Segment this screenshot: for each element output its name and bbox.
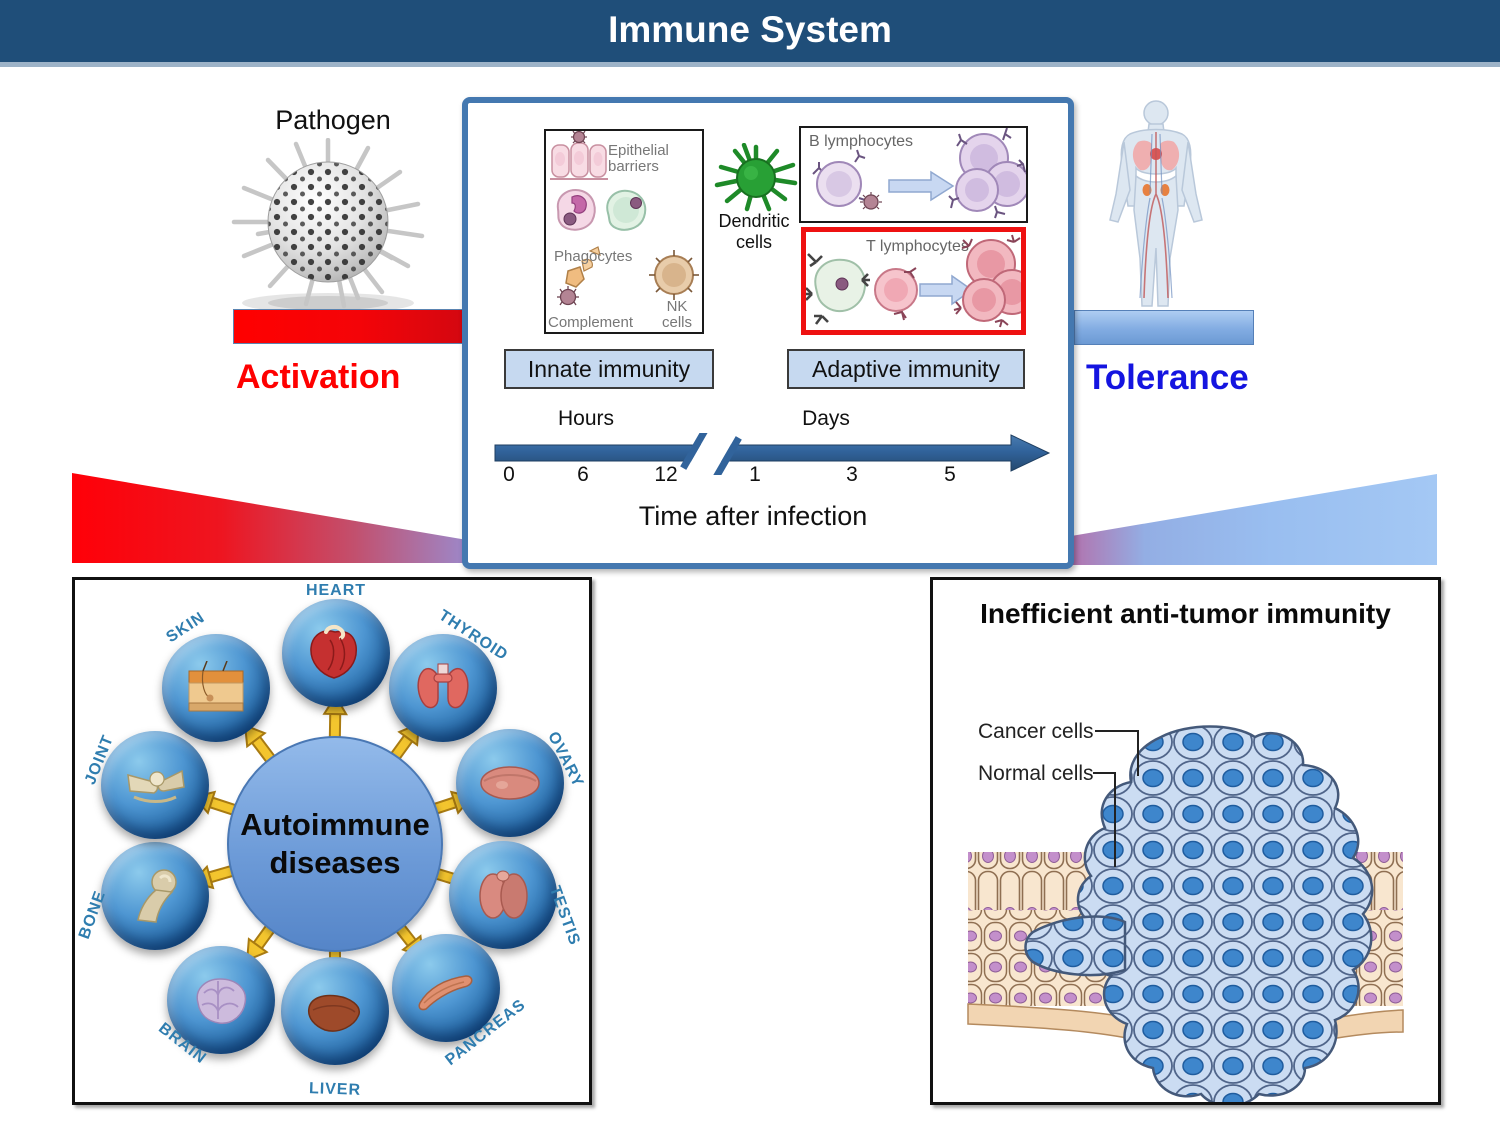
time-after-infection-label: Time after infection [638,501,868,531]
ovary-icon [480,766,540,800]
anti-tumor-panel: Inefficient anti-tumor immunity [930,577,1441,1105]
organ-sphere-joint [101,731,209,839]
phagocytes-label: Phagocytes [554,248,633,265]
joint-icon [127,769,185,803]
normal-cells-label: Normal cells [978,762,1094,785]
innate-immunity-tag: Innate immunity [504,349,714,389]
organ-sphere-testis [449,841,557,949]
innate-immunity-panel: Epithelial barriers Phagocytes Complemen… [544,129,704,334]
dendritic-cell-icon [714,143,798,212]
anti-tumor-title: Inefficient anti-tumor immunity [980,598,1391,629]
tolerance-label: Tolerance [1086,358,1249,397]
dendritic-cells-label: Dendritic cells [718,211,790,252]
b-cells-art [812,128,1026,219]
tick-1: 1 [749,463,761,486]
immune-response-box: Epithelial barriers Phagocytes Complemen… [462,97,1074,569]
t-cells-art [806,234,1021,328]
organ-sphere-brain [167,946,275,1054]
adaptive-immunity-tag: Adaptive immunity [787,349,1025,389]
bone-icon [137,869,177,923]
pancreas-icon [418,975,473,1011]
timeline-arrow [494,433,1051,475]
activation-gradient-bar [233,309,464,344]
tick-12: 12 [654,463,678,486]
tick-5: 5 [944,463,956,486]
page-title: Immune System [608,9,892,50]
autoimmune-center-circle: Autoimmune diseases [227,736,443,952]
t-lymphocytes-label: T lymphocytes [866,238,969,255]
activation-label: Activation [236,358,401,396]
nk-cells-label: NK cells [661,298,692,331]
epithelial-barriers-label: Epithelial barriers [608,142,669,175]
organ-sphere-heart [282,599,390,707]
activation-wedge [72,473,465,563]
timeline-days-label: Days [802,407,850,430]
organ-label-liver: LIVER [308,1080,362,1099]
organ-sphere-pancreas [392,934,500,1042]
organ-sphere-ovary [456,729,564,837]
tolerance-wedge [1072,474,1437,565]
timeline-hours-label: Hours [557,407,615,430]
autoimmune-center-label: Autoimmune diseases [240,807,430,880]
b-lymphocytes-panel: B lymphocytes [799,126,1028,223]
pathogen-icon [231,138,425,313]
skin-icon [188,661,244,712]
pathogen-label: Pathogen [275,105,391,135]
heart-icon [310,624,357,679]
t-lymphocytes-panel: T lymphocytes [801,227,1026,335]
organ-sphere-liver [281,957,389,1065]
organ-sphere-thyroid [389,634,497,742]
brain-icon [196,978,247,1024]
autoimmune-panel: HEART THYROID OVARY TESTIS PANCREAS LIVE… [72,577,592,1105]
testis-icon [479,870,528,919]
tumor-illustration [967,725,1404,1102]
organ-sphere-bone [101,842,209,950]
tick-6: 6 [577,463,589,486]
cancer-cells-label: Cancer cells [978,720,1094,743]
title-bar: Immune System [0,0,1500,67]
innate-cells-art [550,131,699,306]
organ-label-heart: HEART [305,582,367,599]
b-lymphocytes-label: B lymphocytes [809,133,914,150]
thyroid-icon [417,663,469,709]
tolerance-gradient-bar [1074,310,1254,345]
liver-icon [307,994,360,1032]
tick-0: 0 [503,463,515,486]
human-body-icon [1109,100,1203,307]
complement-label: Complement [548,314,634,331]
organ-sphere-skin [162,634,270,742]
tick-3: 3 [846,463,858,486]
